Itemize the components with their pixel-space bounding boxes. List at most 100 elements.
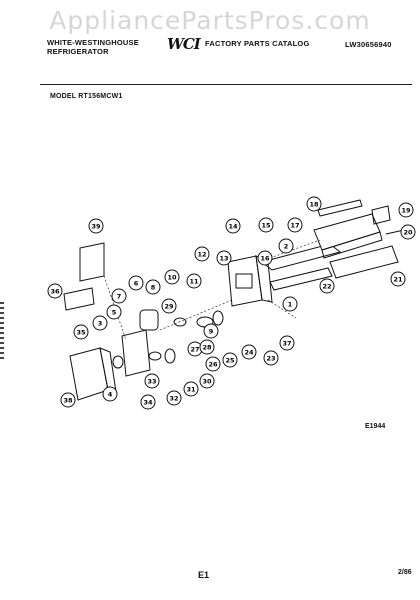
callout-bubble — [183, 381, 199, 397]
callout-number: 30 — [202, 377, 212, 385]
callout-number: 38 — [63, 396, 73, 404]
callout-23: 23 — [263, 350, 279, 366]
callout-number: 4 — [108, 390, 113, 398]
model-label: MODEL RT156MCW1 — [50, 93, 123, 100]
callout-bubble — [88, 218, 104, 234]
callout-3: 3 — [92, 315, 108, 331]
part-box-38 — [69, 347, 109, 401]
callout-number: 39 — [91, 222, 101, 230]
callout-26: 26 — [205, 356, 221, 372]
callout-17: 17 — [287, 217, 303, 233]
callout-number: 7 — [117, 292, 122, 300]
callout-bubble — [194, 246, 210, 262]
part-arm-22 — [269, 267, 333, 291]
callout-32: 32 — [166, 390, 182, 406]
part-panel-39 — [79, 242, 105, 282]
callout-bubble — [166, 390, 182, 406]
callout-38: 38 — [60, 392, 76, 408]
callout-bubble — [319, 278, 335, 294]
callout-bubble — [47, 283, 63, 299]
callout-bubble — [205, 356, 221, 372]
callout-bubble — [398, 202, 414, 218]
callout-number: 23 — [266, 354, 275, 362]
callout-13: 13 — [216, 250, 232, 266]
callout-number: 21 — [393, 275, 403, 283]
callout-number: 35 — [76, 328, 86, 336]
callout-bubble — [140, 394, 156, 410]
callout-bubble — [278, 238, 294, 254]
callout-number: 10 — [167, 273, 177, 281]
callout-bubble — [241, 344, 257, 360]
callout-number: 32 — [169, 394, 178, 402]
callout-number: 16 — [260, 254, 270, 262]
callout-number: 15 — [261, 221, 271, 229]
callout-number: 17 — [290, 221, 299, 229]
callout-number: 18 — [309, 200, 319, 208]
callout-9: 9 — [203, 323, 219, 339]
callout-2: 2 — [278, 238, 294, 254]
part-ring-4 — [112, 355, 124, 369]
callout-bubble — [216, 250, 232, 266]
callout-bubble — [263, 350, 279, 366]
callout-bubble — [144, 373, 160, 389]
callout-bubble — [400, 224, 416, 240]
callout-11: 11 — [186, 273, 202, 289]
page-number: E1 — [198, 570, 210, 580]
callout-number: 8 — [151, 283, 156, 291]
date-code: 2/86 — [398, 569, 412, 576]
part-motor-6 — [139, 309, 159, 331]
callout-number: 25 — [225, 356, 235, 364]
scan-edge-marks — [0, 302, 4, 362]
callout-bubble — [257, 250, 273, 266]
callout-21: 21 — [390, 271, 406, 287]
callout-number: 19 — [401, 206, 411, 214]
callout-16: 16 — [257, 250, 273, 266]
callout-number: 9 — [209, 327, 214, 335]
callout-bubble — [111, 288, 127, 304]
callout-number: 29 — [164, 302, 174, 310]
callout-bubble — [145, 279, 161, 295]
callout-22: 22 — [319, 278, 335, 294]
callout-25: 25 — [222, 352, 238, 368]
callout-31: 31 — [183, 381, 199, 397]
callout-4: 4 — [102, 386, 118, 402]
part-plate-5 — [121, 329, 151, 377]
part-coil-31 — [164, 348, 176, 364]
callout-number: 13 — [219, 254, 228, 262]
callout-bubble — [102, 386, 118, 402]
callout-29: 29 — [161, 298, 177, 314]
part-clip-33 — [148, 351, 162, 361]
callout-bubble — [73, 324, 89, 340]
callout-bubble — [186, 273, 202, 289]
brand-name: WHITE-WESTINGHOUSE — [47, 38, 139, 47]
callout-10: 10 — [164, 269, 180, 285]
diagram-code: E1944 — [365, 423, 386, 430]
callout-14: 14 — [225, 218, 241, 234]
watermark: AppliancePartsPros.com — [49, 6, 371, 35]
callout-number: 6 — [134, 279, 139, 287]
callout-bubble — [199, 373, 215, 389]
callout-bubble — [60, 392, 76, 408]
callout-36: 36 — [47, 283, 63, 299]
callout-6: 6 — [128, 275, 144, 291]
callout-bubble — [282, 296, 298, 312]
callout-number: 11 — [189, 277, 199, 285]
part-spring-29 — [173, 317, 187, 327]
callout-number: 2 — [284, 242, 289, 250]
callout-number: 24 — [244, 348, 254, 356]
callout-bubble — [258, 217, 274, 233]
callout-number: 27 — [190, 345, 199, 353]
callout-bubble — [199, 339, 215, 355]
part-ejector-18 — [317, 199, 363, 217]
callout-37: 37 — [279, 335, 295, 351]
callout-18: 18 — [306, 196, 322, 212]
callout-number: 14 — [228, 222, 238, 230]
header-rule — [40, 84, 412, 85]
part-head-window — [235, 273, 253, 289]
callout-number: 33 — [147, 377, 156, 385]
callout-39: 39 — [88, 218, 104, 234]
callout-33: 33 — [144, 373, 160, 389]
part-cam-9 — [212, 310, 224, 326]
